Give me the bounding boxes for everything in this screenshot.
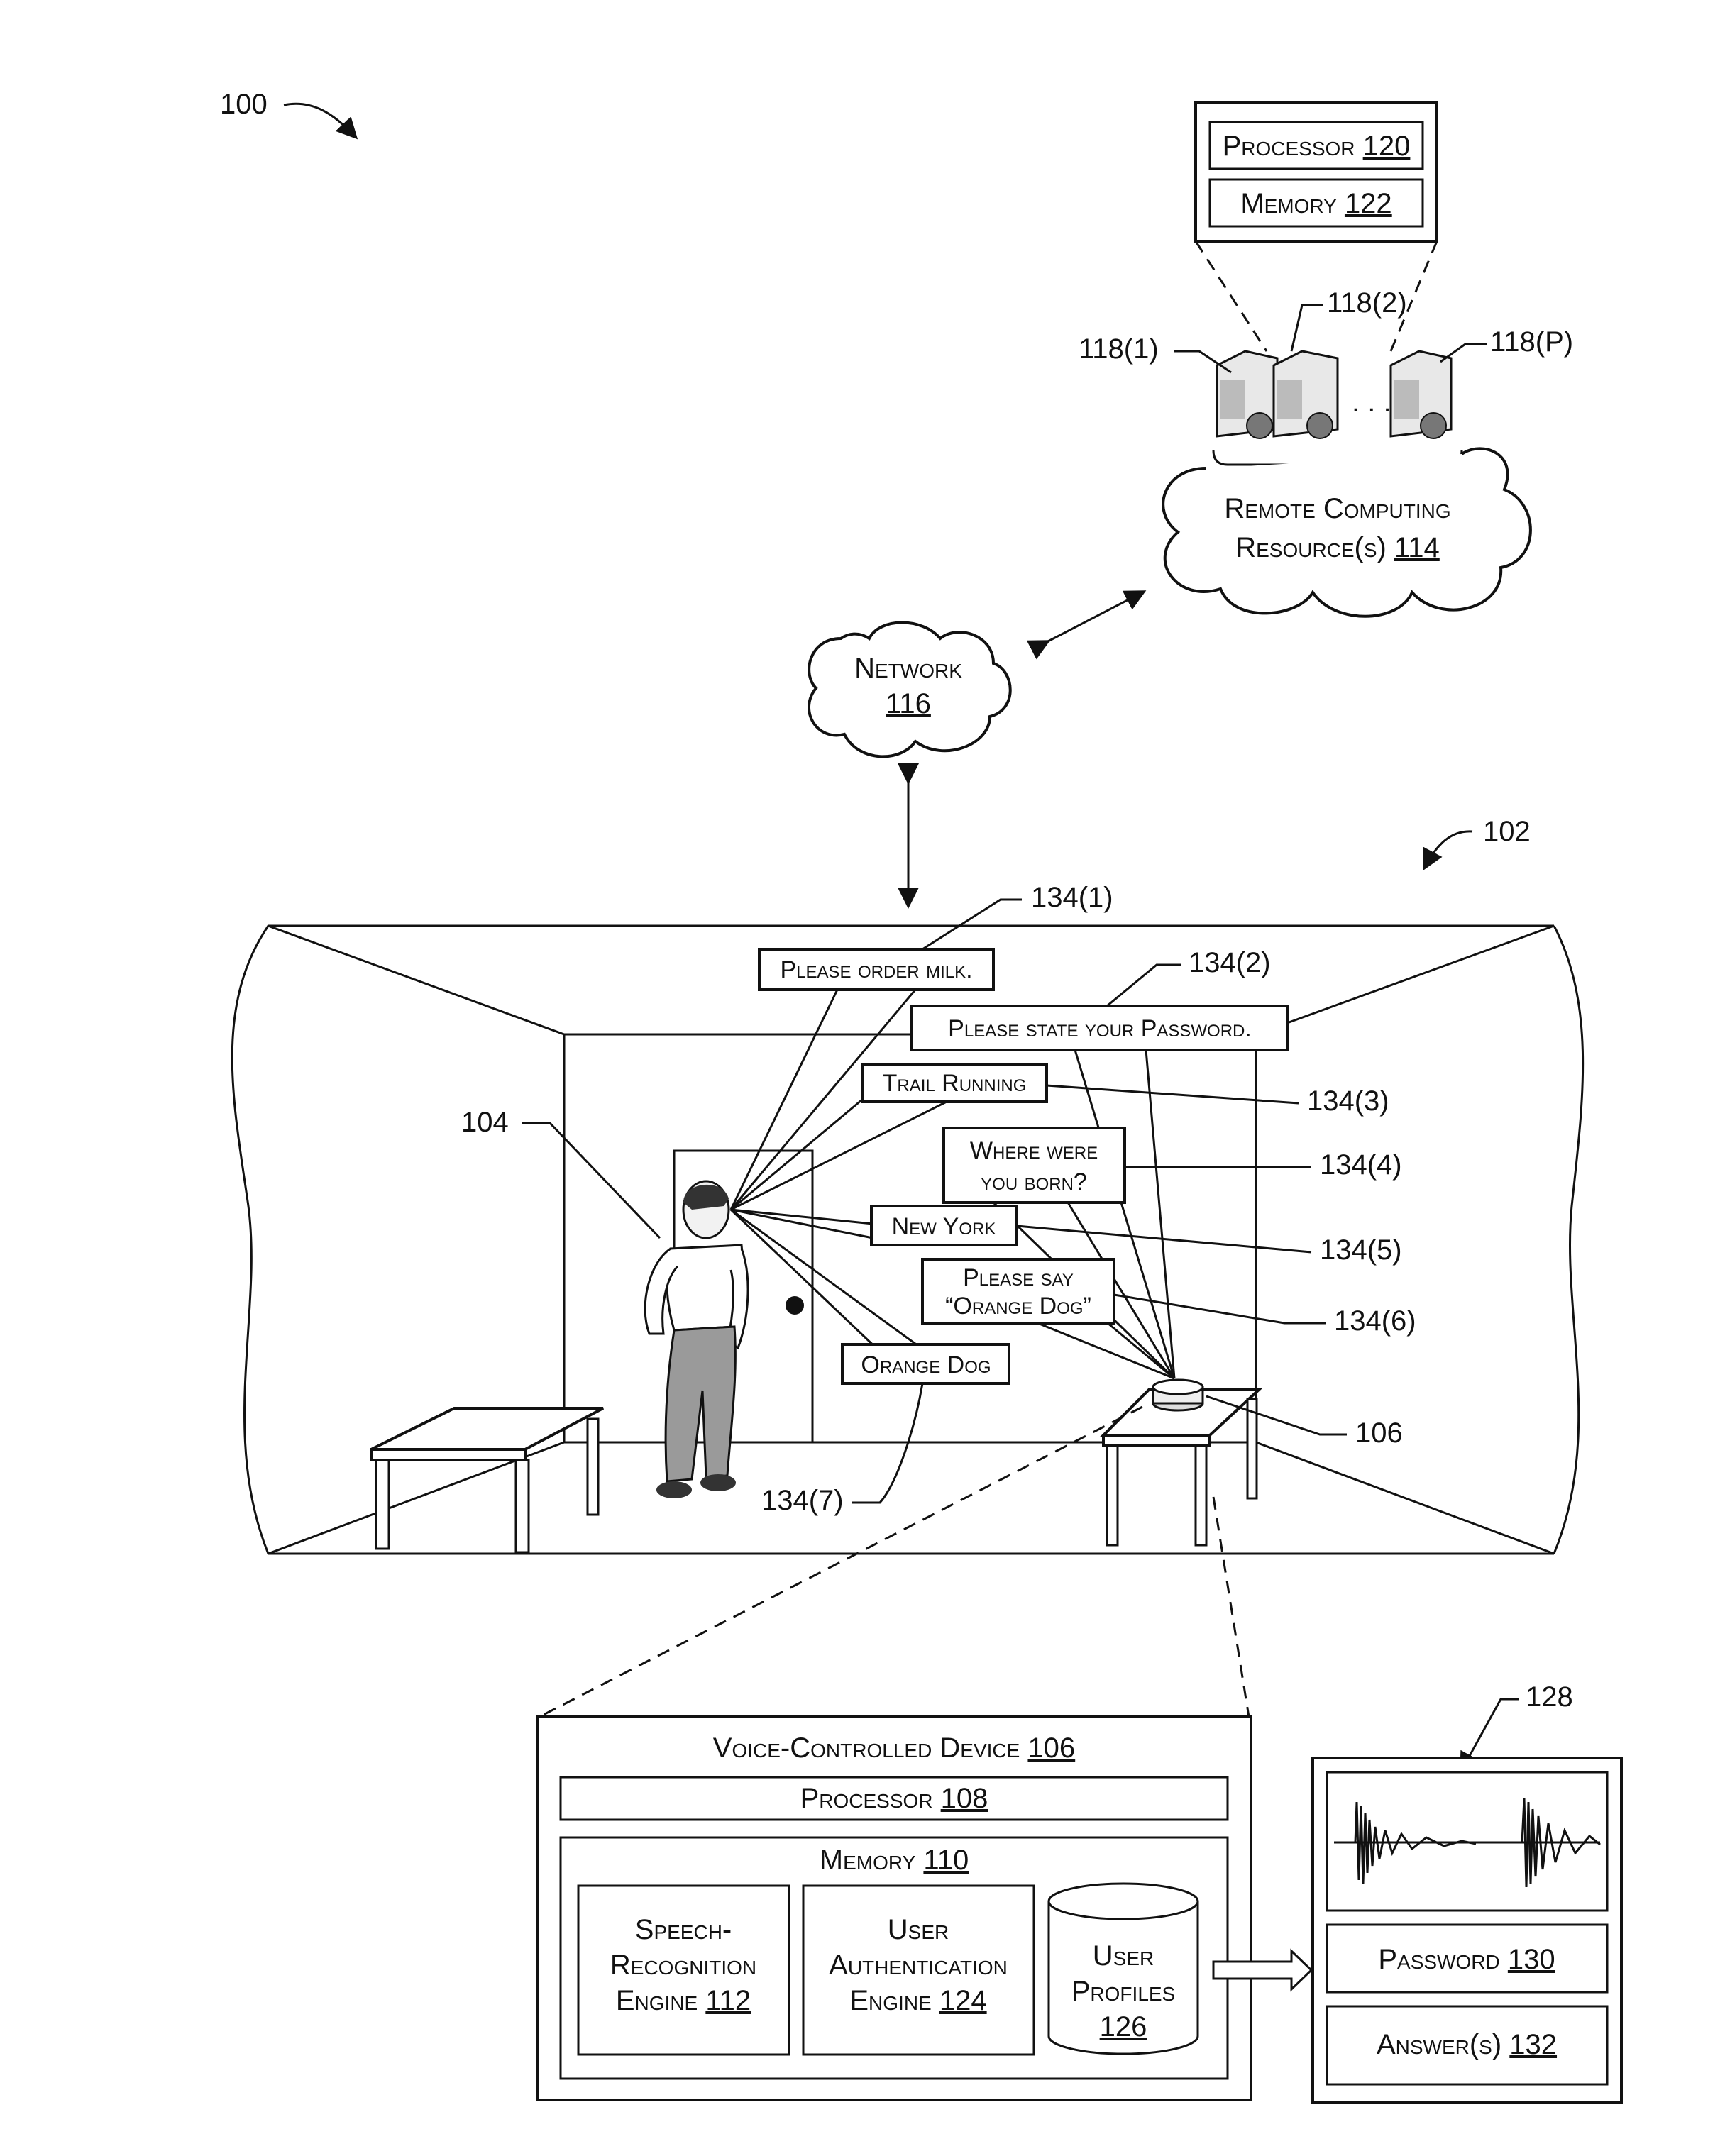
ref-100-label: 100 <box>220 89 268 120</box>
detail-dash-left <box>1196 241 1267 351</box>
utterance-134-7: Orange Dog <box>842 1344 1009 1383</box>
server-p <box>1391 351 1451 438</box>
ref-118-p-label: 118(P) <box>1490 326 1573 358</box>
server-2 <box>1274 351 1338 438</box>
network-num: 116 <box>886 688 931 719</box>
svg-text:Trail Running: Trail Running <box>883 1070 1027 1097</box>
ref-134-1-label: 134(1) <box>1031 882 1113 913</box>
ref-106-label: 106 <box>1355 1417 1403 1449</box>
svg-text:Please say: Please say <box>963 1264 1074 1291</box>
ref-134-2-leader <box>1107 965 1181 1006</box>
auth-engine-l1: User <box>888 1914 949 1945</box>
svg-text:Orange Dog: Orange Dog <box>861 1351 991 1378</box>
server-detail-box: Processor 120 Memory 122 <box>1196 103 1437 241</box>
utterance-134-5: New York <box>871 1206 1017 1245</box>
ref-128-label: 128 <box>1526 1681 1573 1713</box>
device-detail-box: Voice-Controlled Device 106 Processor 10… <box>538 1717 1251 2100</box>
speech-engine-l2: Recognition <box>610 1950 756 1981</box>
ref-134-3-label: 134(3) <box>1307 1085 1389 1117</box>
ref-118-2-label: 118(2) <box>1327 287 1407 319</box>
server-ellipsis: . . . <box>1352 387 1391 418</box>
remote-label-line1: Remote Computing <box>1224 493 1450 524</box>
utterance-134-6: Please say “Orange Dog” <box>922 1259 1114 1323</box>
server-memory-label: Memory 122 <box>1240 188 1391 219</box>
profiles-l1: User <box>1093 1940 1154 1972</box>
server-1 <box>1217 351 1277 438</box>
utterance-134-4: Where were you born? <box>944 1128 1125 1203</box>
remote-network-arrow <box>1047 592 1142 642</box>
profile-answers: Answer(s) 132 <box>1377 2029 1557 2060</box>
profile-password: Password 130 <box>1378 1944 1555 1975</box>
auth-engine-l3: Engine 124 <box>849 1985 986 2016</box>
svg-text:“Orange Dog”: “Orange Dog” <box>945 1293 1091 1320</box>
auth-engine-l2: Authentication <box>829 1950 1008 1981</box>
remote-label-line2: Resource(s) 114 <box>1235 532 1440 563</box>
ref-134-1-leader <box>922 900 1022 949</box>
network-label: Network <box>854 653 962 684</box>
ref-102-arrow <box>1425 831 1472 867</box>
ref-104-leader <box>522 1123 660 1238</box>
ref-134-6-label: 134(6) <box>1334 1305 1416 1337</box>
ref-134-3-leader <box>1047 1085 1299 1103</box>
ref-102-label: 102 <box>1483 816 1531 847</box>
ref-118-2-leader <box>1291 305 1323 351</box>
svg-text:New York: New York <box>892 1213 996 1240</box>
left-table <box>371 1408 603 1552</box>
person-figure <box>645 1181 748 1498</box>
svg-text:Please state your Password.: Please state your Password. <box>948 1015 1252 1042</box>
device-memory: Memory 110 <box>820 1845 969 1876</box>
device-title: Voice-Controlled Device 106 <box>713 1732 1075 1764</box>
speech-engine-l1: Speech- <box>635 1914 732 1945</box>
server-processor-label: Processor 120 <box>1223 131 1411 162</box>
ref-118-1-label: 118(1) <box>1079 333 1159 365</box>
speech-engine-l3: Engine 112 <box>616 1985 751 2016</box>
profile-panel: Password 130 Answer(s) 132 <box>1313 1758 1621 2102</box>
utterance-134-3: Trail Running <box>862 1064 1047 1102</box>
ref-134-5-label: 134(5) <box>1320 1234 1402 1266</box>
device-dash-left <box>539 1407 1142 1717</box>
svg-text:Where were: Where were <box>970 1137 1098 1164</box>
device-processor: Processor 108 <box>800 1783 988 1814</box>
ref-134-7-label: 134(7) <box>761 1485 844 1516</box>
utterance-134-1: Please order milk. <box>759 949 993 990</box>
device-dash-right <box>1213 1497 1249 1717</box>
ref-104-label: 104 <box>461 1107 509 1138</box>
right-table <box>1103 1389 1260 1545</box>
ref-134-6-leader <box>1114 1295 1326 1323</box>
profiles-l2: Profiles <box>1071 1976 1176 2007</box>
svg-text:Please order milk.: Please order milk. <box>780 956 972 983</box>
profiles-num: 126 <box>1100 2011 1147 2042</box>
svg-text:you born?: you born? <box>981 1168 1087 1195</box>
voice-device <box>1153 1380 1203 1410</box>
ref-100-arrow <box>284 104 355 136</box>
ref-134-2-label: 134(2) <box>1189 947 1271 978</box>
ref-134-4-label: 134(4) <box>1320 1149 1402 1181</box>
utterance-134-2: Please state your Password. <box>912 1006 1288 1050</box>
